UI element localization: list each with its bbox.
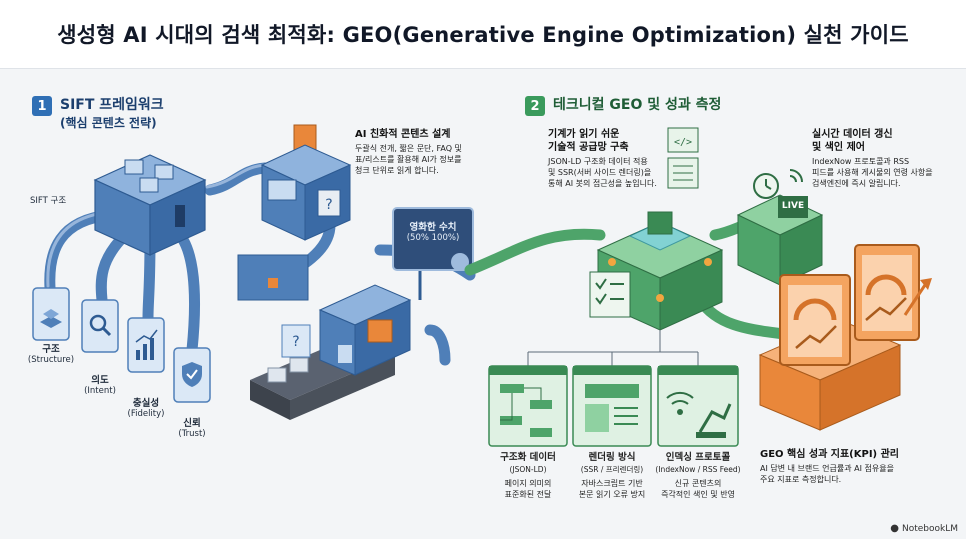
pillar-trust-en: (Trust) xyxy=(178,429,206,439)
pillar-structure-ko: 구조 xyxy=(42,344,60,355)
pillar-structure: 구조 (Structure) xyxy=(22,344,80,366)
kpi-line-2: 주요 지표로 측정합니다. xyxy=(760,475,842,484)
card-rendering xyxy=(572,365,652,447)
card-indexing-sub: (IndexNow / RSS Feed) xyxy=(655,465,741,474)
card-structured-data-desc-1: 페이지 의미의 xyxy=(504,479,552,488)
branch-lines xyxy=(527,330,699,366)
infra-text: 기계가 읽기 쉬운 기술적 공급망 구축 JSON-LD 구조화 데이터 적용 … xyxy=(548,128,678,189)
section1-header: 1 SIFT 프레임워크 (핵심 콘텐츠 전략) xyxy=(32,96,164,132)
kpi-heading: GEO 핵심 성과 지표(KPI) 관리 xyxy=(760,449,900,460)
card-structured-data-label: 구조화 데이터 (JSON-LD) 페이지 의미의 표준화된 전달 xyxy=(468,452,588,500)
sift-structure-label: SIFT 구조 xyxy=(30,196,67,206)
conveyor: ? xyxy=(250,284,412,420)
section1-number: 1 xyxy=(32,96,52,116)
live-badge: LIVE xyxy=(781,201,805,211)
infra-heading-2: 기술적 공급망 구축 xyxy=(548,142,629,153)
card-structured-data-sub: (JSON-LD) xyxy=(509,465,547,474)
infra-line-3: 통해 AI 봇의 접근성을 높입니다. xyxy=(548,179,657,188)
realtime-line-1: IndexNow 프로토콜과 RSS xyxy=(812,157,910,166)
realtime-machine xyxy=(736,169,824,286)
content-design-line-2: 표/리스트를 활용해 AI가 정보를 xyxy=(355,155,462,164)
content-design-line-1: 두괄식 전개, 짧은 문단, FAQ 및 xyxy=(355,144,462,153)
section2-header: 2 테크니컬 GEO 및 성과 측정 xyxy=(525,96,721,116)
content-design-line-3: 청크 단위로 읽게 합니다. xyxy=(355,166,439,175)
pillar-fidelity-ko: 충실성 xyxy=(132,398,160,409)
footer: ● NotebookLM xyxy=(890,523,958,534)
pillar-intent-ko: 의도 xyxy=(91,375,109,386)
card-indexing-label: 인덱싱 프로토콜 (IndexNow / RSS Feed) 신규 콘텐츠의 즉… xyxy=(638,452,758,500)
metric-sign-text: 영화한 수치 (50% 100%) xyxy=(393,222,473,244)
realtime-heading-1: 실시간 데이터 갱신 xyxy=(812,129,893,140)
pillar-structure-en: (Structure) xyxy=(27,355,75,365)
metric-sign-line-1: 영화한 수치 xyxy=(409,222,457,233)
card-structured-data-title: 구조화 데이터 xyxy=(500,452,556,463)
pillar-fidelity: 충실성 (Fidelity) xyxy=(117,398,175,420)
pillar-cylinders xyxy=(32,287,211,403)
code-panel: </> xyxy=(667,127,699,189)
pillar-trust-ko: 신뢰 xyxy=(183,418,201,429)
card-indexing-desc-2: 즉각적인 색인 및 반영 xyxy=(661,490,735,499)
svg-text:?: ? xyxy=(292,334,299,350)
kpi-text: GEO 핵심 성과 지표(KPI) 관리 AI 답변 내 브랜드 언급률과 AI… xyxy=(760,448,950,485)
card-indexing-desc-1: 신규 콘텐츠의 xyxy=(674,479,722,488)
card-structured-data-desc-2: 표준화된 전달 xyxy=(504,490,552,499)
title-bar: 생성형 AI 시대의 검색 최적화: GEO(Generative Engine… xyxy=(0,0,966,69)
card-indexing xyxy=(657,365,739,447)
section1-subtitle: (핵심 콘텐츠 전략) xyxy=(60,116,157,130)
infra-line-2: 및 SSR(서버 사이드 렌더링)을 xyxy=(548,168,652,177)
card-rendering-desc-1: 자바스크립트 기반 xyxy=(581,479,643,488)
page-title: 생성형 AI 시대의 검색 최적화: GEO(Generative Engine… xyxy=(57,23,909,47)
svg-text:</>: </> xyxy=(674,137,692,148)
realtime-heading-2: 및 색인 제어 xyxy=(812,142,865,153)
realtime-line-3: 검색엔진에 즉시 알립니다. xyxy=(812,179,901,188)
realtime-text: 실시간 데이터 갱신 및 색인 제어 IndexNow 프로토콜과 RSS 피드… xyxy=(812,128,960,189)
notebooklm-logo-icon: ● xyxy=(890,523,899,534)
footer-brand: NotebookLM xyxy=(901,523,958,534)
card-rendering-title: 렌더링 방식 xyxy=(588,452,636,463)
section2-title: 테크니컬 GEO 및 성과 측정 xyxy=(553,97,722,113)
sift-machine xyxy=(93,154,207,256)
pillar-intent: 의도 (Intent) xyxy=(71,375,129,397)
metric-sign-line-2: (50% 100%) xyxy=(406,233,460,243)
content-design-machine: ? xyxy=(237,124,352,301)
card-rendering-sub: (SSR / 프리렌더링) xyxy=(580,465,644,474)
central-machine xyxy=(589,211,724,331)
infra-heading-1: 기계가 읽기 쉬운 xyxy=(548,129,620,140)
card-structured-data xyxy=(488,365,568,447)
card-rendering-desc-2: 본문 읽기 오류 방지 xyxy=(578,490,646,499)
content-design-text: AI 친화적 콘텐츠 설계 두괄식 전개, 짧은 문단, FAQ 및 표/리스트… xyxy=(355,128,505,176)
kpi-dashboard xyxy=(758,244,932,431)
realtime-line-2: 피드를 사용해 게시물의 연령 사항을 xyxy=(812,168,933,177)
card-rendering-label: 렌더링 방식 (SSR / 프리렌더링) 자바스크립트 기반 본문 읽기 오류 … xyxy=(552,452,672,500)
metric-sign xyxy=(392,207,474,300)
pillar-fidelity-en: (Fidelity) xyxy=(127,409,165,419)
svg-text:?: ? xyxy=(325,197,332,213)
section1-title: SIFT 프레임워크 xyxy=(60,97,164,113)
pillar-trust: 신뢰 (Trust) xyxy=(163,418,221,440)
pillar-intent-en: (Intent) xyxy=(84,386,116,396)
infra-line-1: JSON-LD 구조화 데이터 적용 xyxy=(548,157,648,166)
card-indexing-title: 인덱싱 프로토콜 xyxy=(665,452,731,463)
section2-number: 2 xyxy=(525,96,545,116)
content-design-heading: AI 친화적 콘텐츠 설계 xyxy=(355,129,451,140)
kpi-line-1: AI 답변 내 브랜드 언급률과 AI 점유율을 xyxy=(760,464,894,473)
